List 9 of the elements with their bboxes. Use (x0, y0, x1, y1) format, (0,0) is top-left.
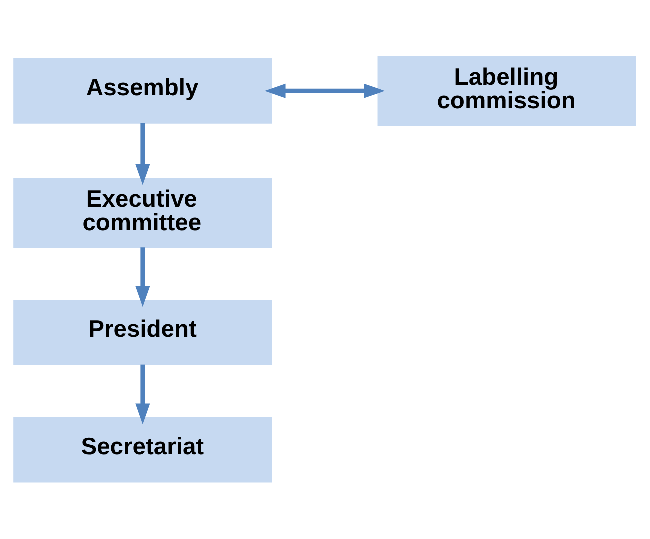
arrow (264, 84, 386, 98)
node-box: President (14, 300, 272, 366)
node-box: Labelling commission (378, 56, 636, 126)
arrow (136, 123, 150, 186)
arrow (136, 248, 150, 308)
node-box: Executive committee (14, 178, 272, 248)
arrow (136, 364, 150, 425)
node-box: Secretariat (14, 417, 272, 483)
node-box: Assembly (14, 58, 272, 124)
